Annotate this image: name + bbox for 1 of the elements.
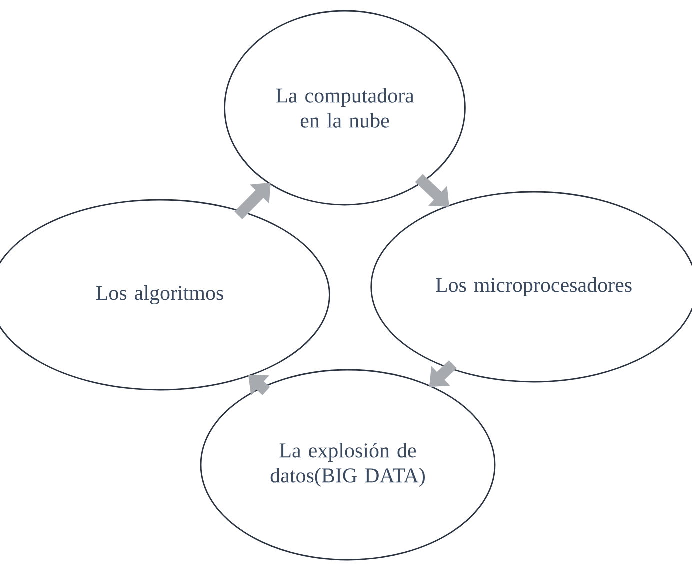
block-arrow xyxy=(415,174,450,207)
